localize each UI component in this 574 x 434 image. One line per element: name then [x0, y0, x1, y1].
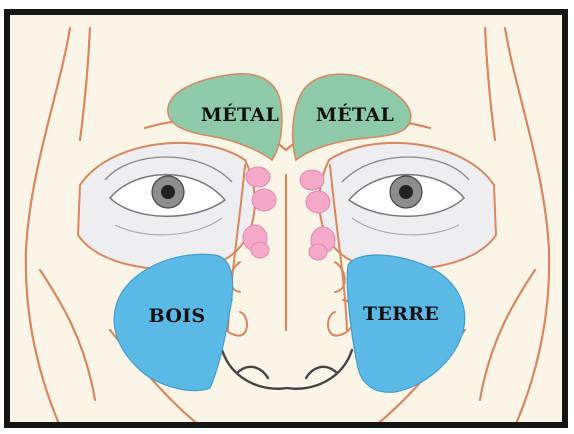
- metal-left-label: MÉTAL: [201, 103, 279, 126]
- bois-label: BOIS: [149, 305, 206, 327]
- metal-right-label: MÉTAL: [316, 103, 394, 126]
- terre-label: TERRE: [363, 303, 439, 325]
